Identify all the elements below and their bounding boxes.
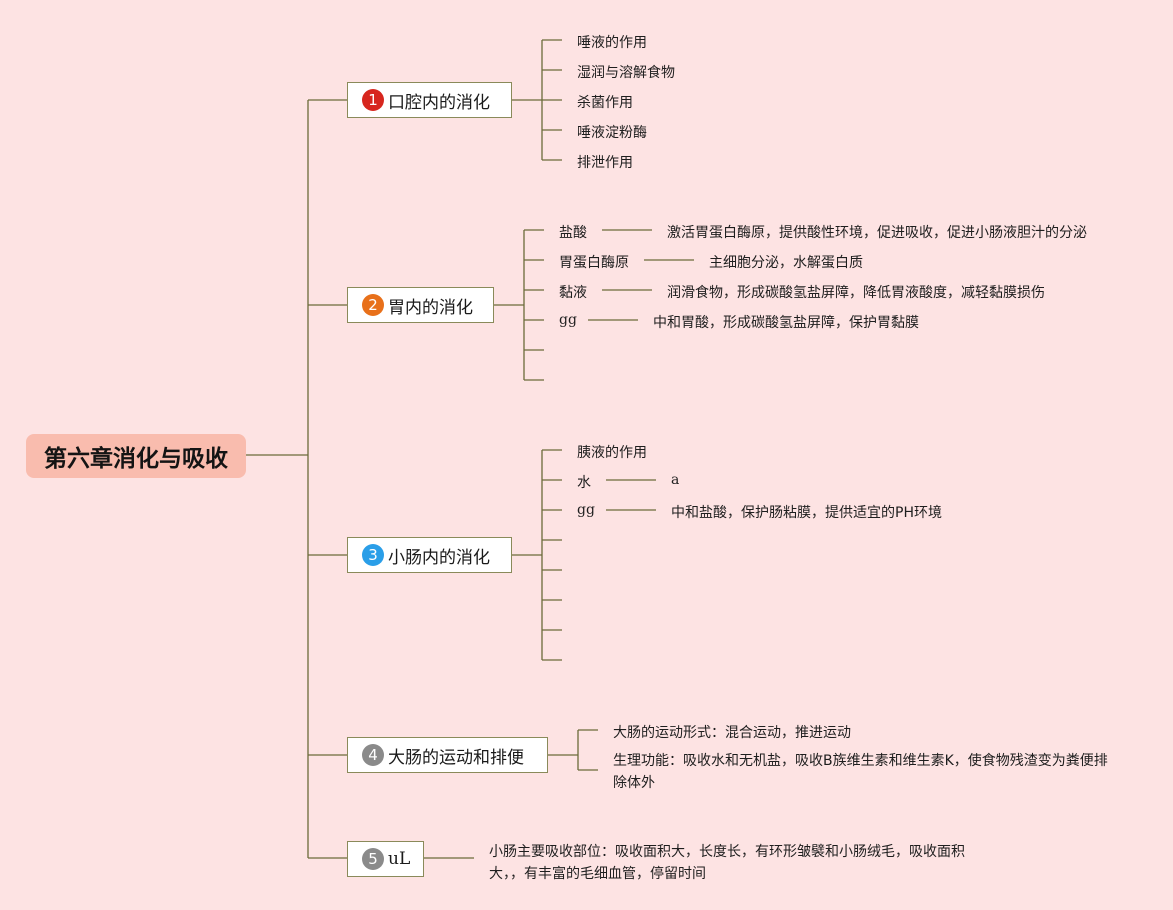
branch-1-item[interactable]: 唾液的作用	[577, 35, 647, 51]
branch-4[interactable]: 4 大肠的运动和排便	[347, 737, 548, 773]
branch-1-label: 口腔内的消化	[388, 92, 490, 113]
branch-5-label: uL	[388, 849, 411, 869]
branch-3-label: 小肠内的消化	[388, 547, 490, 568]
branch-5[interactable]: 5 uL	[347, 841, 424, 877]
branch-2-item-detail[interactable]: 中和胃酸，形成碳酸氢盐屏障，保护胃黏膜	[653, 315, 919, 331]
branch-4-item[interactable]: 大肠的运动形式：混合运动，推进运动	[613, 725, 851, 741]
branch-2-item[interactable]: 盐酸	[559, 225, 587, 241]
branch-4-item[interactable]: 生理功能：吸收水和无机盐，吸收B族维生素和维生素K，使食物残渣变为粪便排除体外	[613, 753, 1108, 791]
branch-2-item-detail[interactable]: 润滑食物，形成碳酸氢盐屏障，降低胃液酸度，减轻黏膜损伤	[667, 285, 1045, 301]
branch-2-item[interactable]: 黏液	[559, 285, 587, 301]
root-topic[interactable]: 第六章消化与吸收	[26, 434, 246, 478]
branch-1-item[interactable]: 湿润与溶解食物	[577, 65, 675, 81]
branch-2-item[interactable]: 胃蛋白酶原	[559, 255, 629, 271]
branch-3[interactable]: 3 小肠内的消化	[347, 537, 512, 573]
branch-3-item[interactable]: 胰液的作用	[577, 445, 647, 461]
branch-5-item[interactable]: 小肠主要吸收部位：吸收面积大，长度长，有环形皱襞和小肠绒毛，吸收面积大，，有丰富…	[489, 844, 965, 882]
branch-3-item-detail[interactable]: 中和盐酸，保护肠粘膜，提供适宜的PH环境	[671, 505, 942, 521]
branch-1-item[interactable]: 排泄作用	[577, 155, 633, 171]
number-badge-3: 3	[362, 544, 384, 566]
branch-3-item-detail[interactable]: a	[671, 472, 680, 488]
branch-1[interactable]: 1 口腔内的消化	[347, 82, 512, 118]
branch-3-item[interactable]: gg	[577, 502, 595, 518]
branch-3-item[interactable]: 水	[577, 475, 591, 491]
branch-4-label: 大肠的运动和排便	[388, 747, 524, 768]
number-badge-4: 4	[362, 744, 384, 766]
branch-1-item[interactable]: 杀菌作用	[577, 95, 633, 111]
number-badge-5: 5	[362, 848, 384, 870]
branch-2[interactable]: 2 胃内的消化	[347, 287, 494, 323]
number-badge-2: 2	[362, 294, 384, 316]
number-badge-1: 1	[362, 89, 384, 111]
branch-2-item-detail[interactable]: 激活胃蛋白酶原，提供酸性环境，促进吸收，促进小肠液胆汁的分泌	[667, 225, 1087, 241]
branch-2-item[interactable]: gg	[559, 312, 577, 328]
branch-1-item[interactable]: 唾液淀粉酶	[577, 125, 647, 141]
branch-2-item-detail[interactable]: 主细胞分泌，水解蛋白质	[709, 255, 863, 271]
branch-2-label: 胃内的消化	[388, 297, 473, 318]
